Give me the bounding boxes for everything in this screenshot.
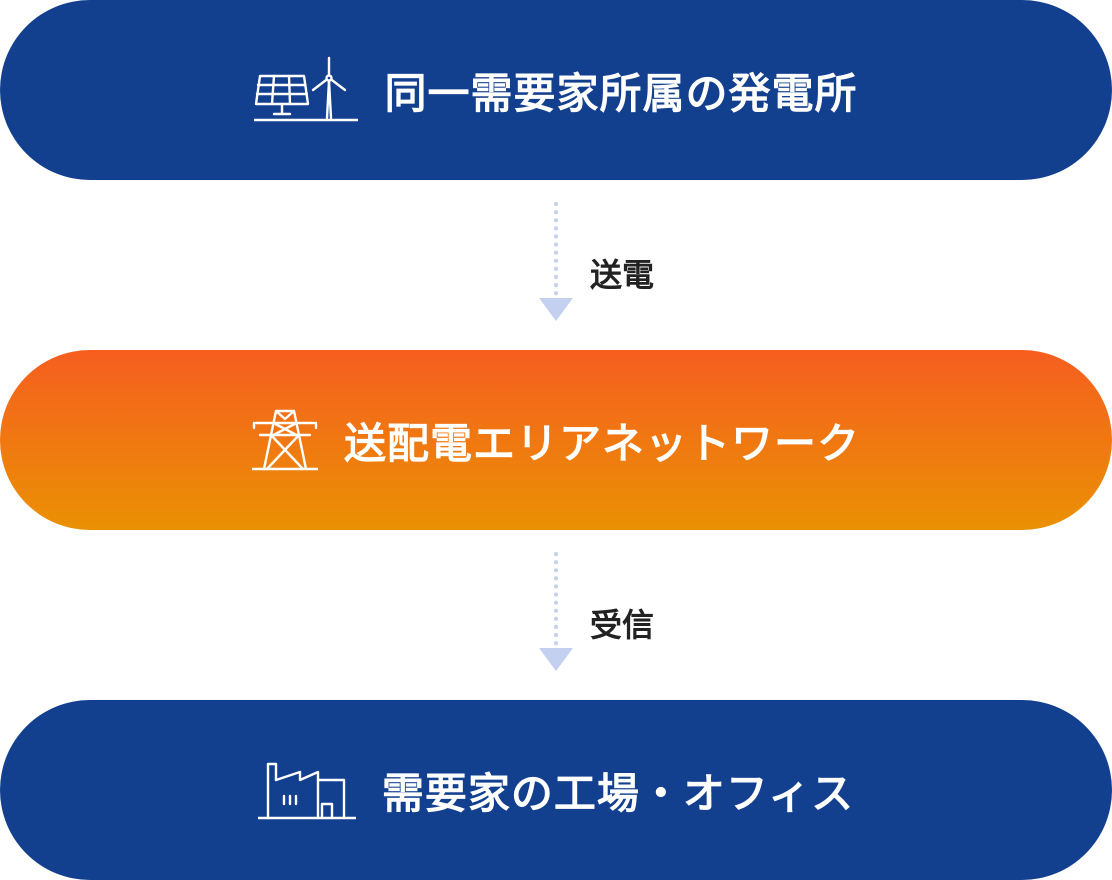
down-arrow-icon (539, 552, 573, 671)
reception-label: 受信 (590, 606, 655, 644)
solar-panel-wind-turbine-icon (254, 56, 359, 122)
factory-icon (257, 762, 356, 820)
grid-network-node: 送配電エリアネットワーク (0, 350, 1112, 530)
power-plant-label: 同一需要家所属の発電所 (384, 68, 858, 118)
transmission-connector: 送電 (0, 180, 1112, 350)
transmission-label: 送電 (590, 256, 655, 294)
down-arrow-icon (539, 202, 573, 321)
grid-network-content: 送配電エリアネットワーク (251, 407, 860, 473)
power-plant-node: 同一需要家所属の発電所 (0, 0, 1112, 180)
reception-connector: 受信 (0, 530, 1112, 700)
transmission-tower-icon (251, 409, 318, 471)
consumer-facility-node: 需要家の工場・オフィス (0, 700, 1112, 880)
consumer-facility-label: 需要家の工場・オフィス (381, 768, 855, 818)
power-plant-content: 同一需要家所属の発電所 (254, 56, 857, 124)
consumer-facility-content: 需要家の工場・オフィス (257, 758, 855, 822)
grid-network-label: 送配電エリアネットワーク (343, 418, 860, 468)
